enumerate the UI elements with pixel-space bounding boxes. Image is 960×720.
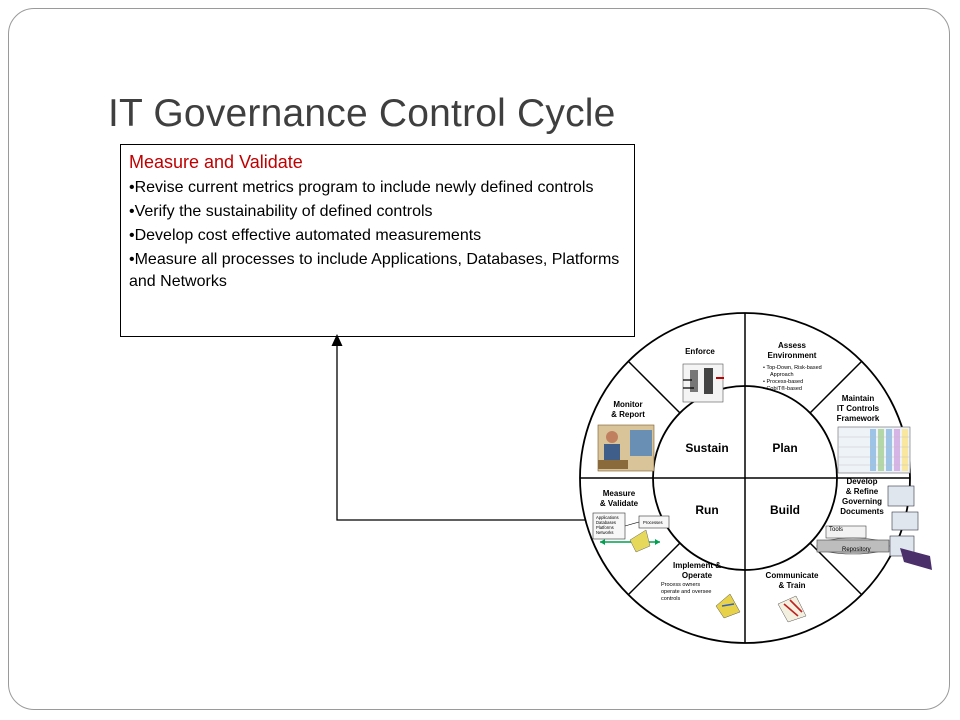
assess-bullet: • Process-based: [763, 379, 803, 385]
measure-box-label: Databases: [596, 520, 616, 525]
tools-label: Tools: [829, 527, 843, 533]
stage-measure-label: Measure: [603, 489, 636, 498]
implement-note: controls: [661, 596, 681, 602]
stage-measure-label: & Validate: [600, 499, 639, 508]
implement-note: Process owners: [661, 582, 700, 588]
quadrant-sustain: Sustain: [685, 441, 728, 455]
assess-bullet: • CobiT®-based: [763, 385, 802, 392]
stage-develop-label: Develop: [846, 477, 877, 486]
callout-bullet: •Revise current metrics program to inclu…: [129, 179, 594, 196]
stage-maintain-label: Maintain: [842, 394, 875, 403]
stage-monitor-label: & Report: [611, 410, 645, 419]
measure-box-label: Platforms: [596, 525, 614, 530]
enforce-illustration: [682, 363, 724, 403]
callout-heading: Measure and Validate: [129, 152, 303, 172]
measure-box-label: Applications: [596, 515, 619, 520]
assess-bullet: Approach: [770, 372, 794, 378]
stage-monitor-label: Monitor: [613, 400, 642, 409]
repository-label: Repository: [842, 547, 871, 553]
stage-maintain-label: IT Controls: [837, 404, 880, 413]
implement-note: operate and oversee: [661, 589, 711, 595]
quadrant-run: Run: [695, 503, 718, 517]
stage-implement-label: Operate: [682, 571, 713, 580]
measure-validate-callout: Measure and Validate •Revise current met…: [120, 144, 635, 337]
stage-develop-label: Documents: [840, 507, 884, 516]
measure-illustration: [592, 512, 670, 553]
stage-communicate-label: Communicate: [766, 571, 819, 580]
quadrant-dividers: [653, 386, 837, 570]
stage-assess-label: Environment: [768, 351, 817, 360]
slide-title: IT Governance Control Cycle: [108, 92, 616, 135]
callout-bullet: •Verify the sustainability of defined co…: [129, 203, 433, 220]
stage-assess-label: Assess: [778, 341, 807, 350]
stage-develop-label: Governing: [842, 497, 882, 506]
governing-documents-illustration: [816, 485, 932, 570]
stage-maintain-label: Framework: [837, 414, 880, 423]
framework-spreadsheet-illustration: [837, 426, 911, 474]
implement-illustration: [715, 593, 741, 619]
measure-box-label: Networks: [596, 530, 613, 535]
callout-bullet: •Develop cost effective automated measur…: [129, 227, 482, 244]
stage-enforce-label: Enforce: [685, 347, 715, 356]
stage-develop-label: & Refine: [846, 487, 879, 496]
assess-bullet: • Top-Down, Risk-based: [763, 365, 822, 371]
callout-bullet: •Measure all processes to include Applic…: [129, 251, 620, 290]
communicate-illustration: [777, 595, 807, 623]
connector-arrowhead: [331, 334, 343, 346]
quadrant-build: Build: [770, 503, 800, 517]
stage-implement-label: Implement &: [673, 561, 721, 570]
monitor-illustration: [597, 424, 655, 472]
callout-bullet-list: •Revise current metrics program to inclu…: [129, 177, 626, 293]
connector-arrow: [336, 340, 585, 521]
quadrant-plan: Plan: [772, 441, 797, 455]
stage-communicate-label: & Train: [778, 581, 805, 590]
measure-box-label: Processes: [643, 520, 663, 525]
